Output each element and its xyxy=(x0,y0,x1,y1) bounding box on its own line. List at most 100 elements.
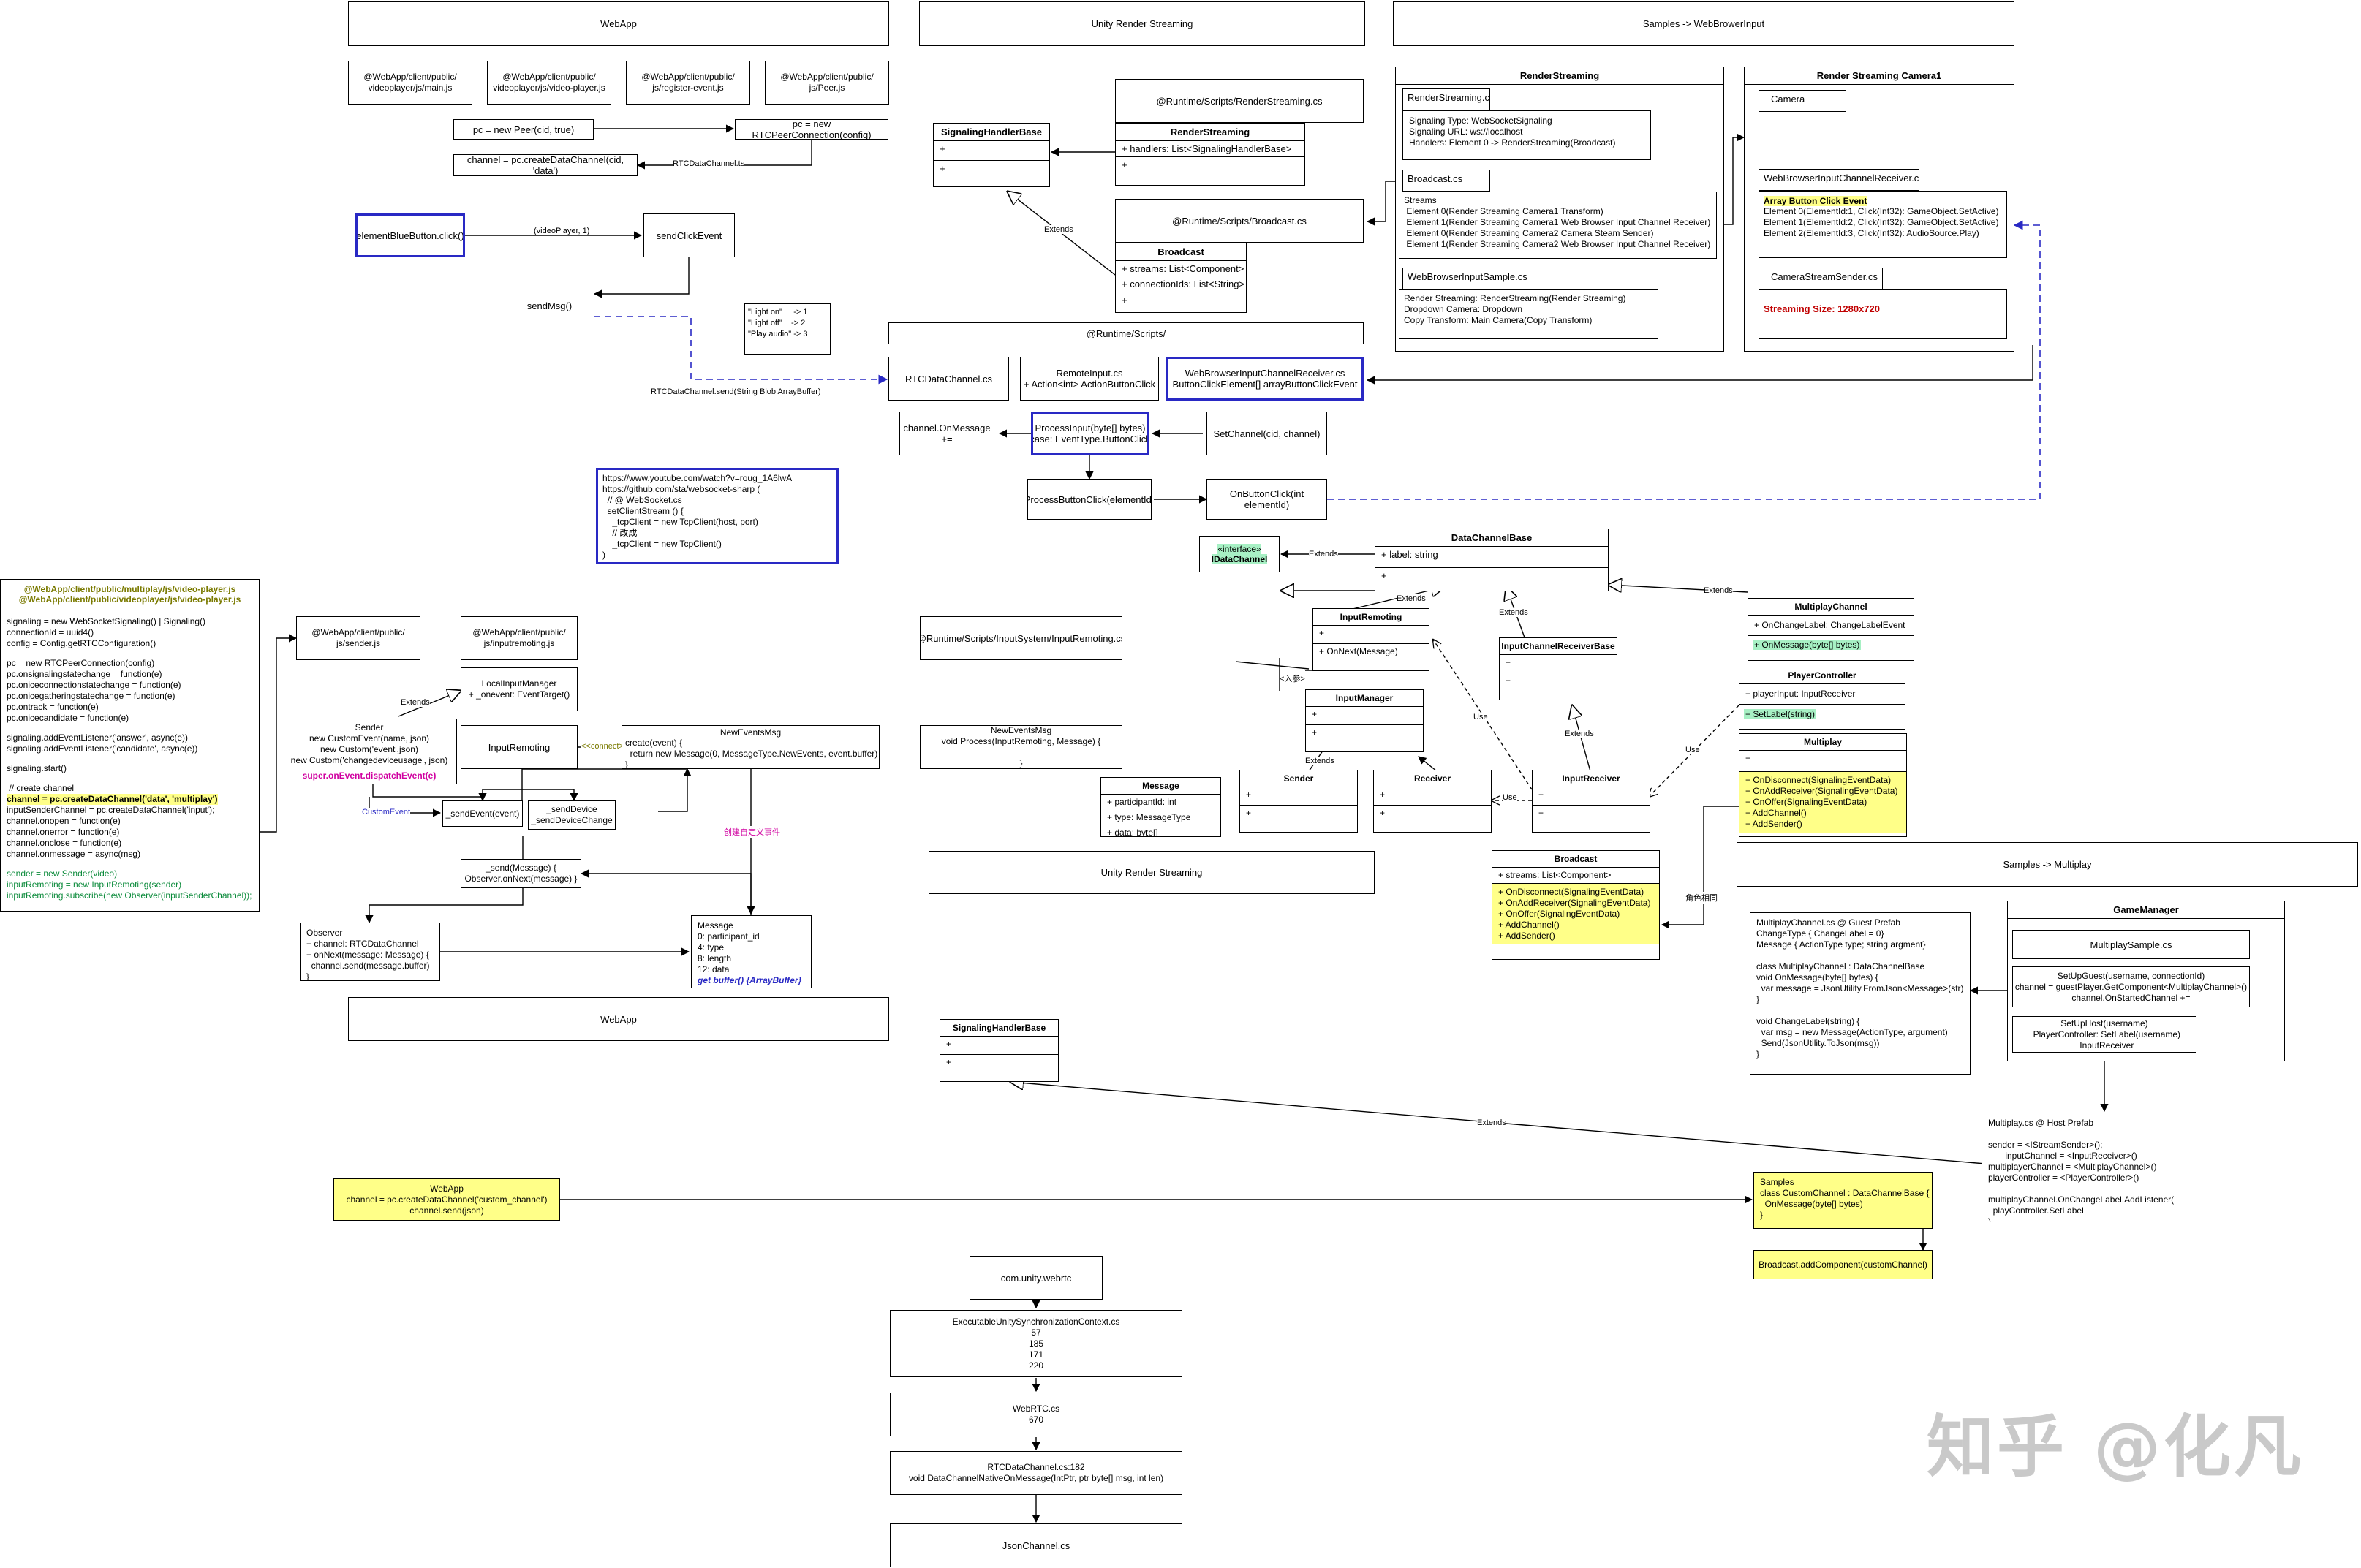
send-click-event-node: sendClickEvent xyxy=(643,213,735,257)
class-op: + xyxy=(1500,673,1617,689)
class-name: Broadcast xyxy=(1116,243,1246,261)
node-code: create(event) { return new Message(0, Me… xyxy=(625,738,878,769)
process-input-node: ProcessInput(byte[] bytes) case: EventTy… xyxy=(1031,412,1149,455)
interface-stereotype: «interface» xyxy=(1217,544,1261,554)
class-ops-block: + OnMessage(byte[] bytes) xyxy=(1748,635,1914,654)
use-label: Use xyxy=(1473,713,1488,721)
channel-on-message-node: channel.OnMessage += xyxy=(899,412,994,455)
class-name: InputReceiver xyxy=(1533,770,1650,787)
array-button-info: Element 0(ElementId:1, Click(Int32): Gam… xyxy=(1764,206,1999,238)
code-block: pc = new RTCPeerConnection(config) pc.on… xyxy=(7,658,181,723)
node-label: sendClickEvent xyxy=(656,230,722,241)
node-label: InputRemoting xyxy=(488,741,551,753)
class-op: + AddSender() xyxy=(1498,931,1555,941)
class-name: Multiplay xyxy=(1739,734,1906,751)
samples-custom-channel-node: Samples class CustomChannel : DataChanne… xyxy=(1753,1172,1933,1229)
node-label: MultiplaySample.cs xyxy=(2090,939,2172,950)
class-attr: + xyxy=(946,1039,952,1049)
inputremoting-js-file: @WebApp/client/public/ js/inputremoting.… xyxy=(461,616,578,660)
node-label: sendMsg() xyxy=(526,300,573,311)
same-role-label: 角色相同 xyxy=(1685,892,1718,904)
message-js-node: Message 0: participant_id 4: type 8: len… xyxy=(691,915,812,988)
section-title: Samples -> Multiplay xyxy=(2003,859,2092,870)
node-label: @Runtime/Scripts/ xyxy=(1086,327,1166,339)
class-attr: + participantId: int xyxy=(1107,797,1177,807)
class-op: + OnOffer(SignalingEventData) xyxy=(1745,797,1867,807)
param-label: <入参> xyxy=(1280,673,1305,684)
sender-text: Sender new CustomEvent(name, json) new C… xyxy=(290,722,448,765)
node-label: _sendEvent(event) xyxy=(445,808,520,819)
node-label: SetChannel(cid, channel) xyxy=(1213,428,1321,439)
render-streaming-class: RenderStreaming + handlers: List<Signali… xyxy=(1115,123,1305,186)
json-channel-node: JsonChannel.cs xyxy=(890,1523,1182,1567)
setup-host-node: SetUpHost(username) PlayerController: Se… xyxy=(2012,1016,2196,1053)
class-name: Broadcast xyxy=(1492,851,1659,868)
create-channel-node: channel = pc.createDataChannel(cid, 'dat… xyxy=(453,154,638,176)
class-attr: + xyxy=(1745,753,1751,763)
code-block: signaling.addEventListener('answer', asy… xyxy=(7,732,198,754)
multiplay-class: Multiplay + + OnDisconnect(SignalingEven… xyxy=(1739,733,1907,837)
class-attr: + connectionIds: List<String> xyxy=(1122,279,1245,289)
idatachannel-interface: «interface» IDataChannel xyxy=(1199,536,1280,572)
interface-name: IDataChannel xyxy=(1211,554,1268,564)
multiplay-channel-code: MultiplayChannel.cs @ Guest Prefab Chang… xyxy=(1750,912,1971,1075)
class-op: + OnDisconnect(SignalingEventData) xyxy=(1745,775,1892,785)
array-button-panel: Array Button Click Event Element 0(Eleme… xyxy=(1759,191,2007,258)
node-label: Broadcast.addComponent(customChannel) xyxy=(1759,1260,1927,1270)
super-dispatch: super.onEvent.dispatchEvent(e) xyxy=(302,770,437,781)
node-title: NewEventsMsg xyxy=(719,727,782,738)
class-ops-block: + OnDisconnect(SignalingEventData) + OnA… xyxy=(1492,883,1659,944)
send-message-node: _send(Message) { Observer.onNext(message… xyxy=(461,859,581,888)
code-block: signaling.start() xyxy=(7,763,67,773)
watermark: 知乎 @化凡 xyxy=(1927,1408,2305,1486)
setup-guest-node: SetUpGuest(username, connectionId) chann… xyxy=(2012,966,2250,1007)
video-player-js-code: @WebApp/client/public/multiplay/js/video… xyxy=(0,579,260,912)
node-label: channel.OnMessage += xyxy=(903,423,991,444)
rtc-data-channel-cs-node: RTCDataChannel.cs xyxy=(888,357,1009,401)
class-op: + xyxy=(940,1054,1058,1070)
node-label: @Runtime/Scripts/InputSystem/InputRemoti… xyxy=(920,632,1122,644)
file-peer-js: @WebApp/client/public/ js/Peer.js xyxy=(765,61,889,105)
section-samples-webbrowserinput: Samples -> WebBrowerInput xyxy=(1393,1,2014,46)
panel-title: GameManager xyxy=(2008,901,2284,919)
extends-label: Extends xyxy=(1565,730,1594,738)
connect-label: <<connect>> xyxy=(581,742,629,751)
section-unity-render-streaming-top: Unity Render Streaming xyxy=(919,1,1365,46)
file-register-event-js: @WebApp/client/public/ js/register-event… xyxy=(626,61,750,105)
input-remoting-class: InputRemoting + + OnNext(Message) xyxy=(1312,608,1429,671)
section-webapp-bottom: WebApp xyxy=(348,997,889,1041)
class-op: + xyxy=(1116,292,1246,308)
class-op: + xyxy=(1240,805,1357,821)
class-op: + xyxy=(1533,805,1650,821)
section-title: WebApp xyxy=(600,18,637,29)
class-name: Message xyxy=(1101,778,1220,795)
use-label: Use xyxy=(1503,793,1517,802)
streaming-size-panel: Streaming Size: 1280x720 xyxy=(1759,289,2007,339)
receiver-class: Receiver + + xyxy=(1373,770,1492,833)
broadcast-add-component-node: Broadcast.addComponent(customChannel) xyxy=(1753,1250,1933,1279)
extends-label: Extends xyxy=(1044,225,1073,234)
class-name: InputRemoting xyxy=(1313,609,1429,626)
class-name: RenderStreaming xyxy=(1116,124,1304,141)
runtime-scripts-node: @Runtime/Scripts/ xyxy=(888,322,1364,344)
new-rtc-node: pc = new RTCPeerConnection(config) xyxy=(735,119,888,140)
streaming-size: Streaming Size: 1280x720 xyxy=(1764,303,1880,314)
send-msg-node: sendMsg() xyxy=(505,284,594,327)
class-attr: + OnChangeLabel: ChangeLabelEvent xyxy=(1754,620,1905,630)
class-op: + OnNext(Message) xyxy=(1313,643,1429,659)
rtc-ts-label: RTCDataChannel.ts xyxy=(673,159,745,168)
sender-js-file: @WebApp/client/public/ js/sender.js xyxy=(296,616,420,660)
extends-label: Extends xyxy=(1305,757,1334,765)
sync-context-node: ExecutableUnitySynchronizationContext.cs… xyxy=(890,1310,1182,1377)
section-samples-multiplay: Samples -> Multiplay xyxy=(1737,842,2358,887)
code-block: sender = new Sender(video) inputRemoting… xyxy=(7,868,252,901)
class-attr: + data: byte[] xyxy=(1107,827,1158,837)
new-events-msg-js-node: NewEventsMsg create(event) { return new … xyxy=(622,725,880,769)
multiplay-channel-class: MultiplayChannel + OnChangeLabel: Change… xyxy=(1748,598,1914,661)
class-op: + SetLabel(string) xyxy=(1744,709,1817,719)
class-attr: + type: MessageType xyxy=(1107,812,1191,822)
message-cs-class: Message + participantId: int + type: Mes… xyxy=(1100,777,1221,837)
host-prefab-node: Multiplay.cs @ Host Prefab sender = <ISt… xyxy=(1982,1113,2226,1222)
